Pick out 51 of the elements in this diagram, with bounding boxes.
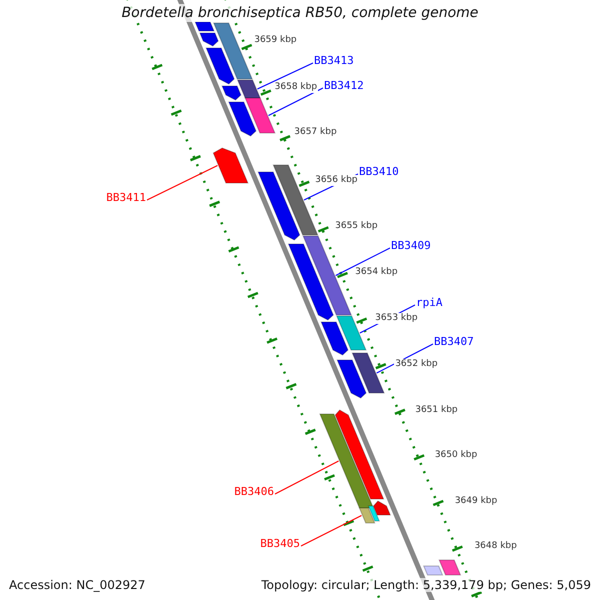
gene-bar <box>221 86 242 101</box>
gene-bar <box>368 506 380 522</box>
gene-bar <box>257 172 300 241</box>
tick-label: 3648 kbp <box>473 541 518 552</box>
leader-line <box>274 460 340 494</box>
leader-line <box>256 62 314 90</box>
gene-label: rpiA <box>416 296 442 309</box>
gene-bar <box>236 80 261 98</box>
leader-line <box>268 88 324 116</box>
gene-bar <box>320 322 349 356</box>
gene-bar <box>336 316 367 350</box>
leader-line <box>146 165 218 200</box>
tick-label: 3649 kbp <box>454 496 498 507</box>
gene-bar <box>336 360 367 399</box>
tick-label: 3655 kbp <box>334 221 379 232</box>
gene-label: BB3413 <box>314 54 354 67</box>
tick-label: 3657 kbp <box>293 127 338 138</box>
gene-bar <box>319 414 374 508</box>
genome-info-text: Topology: circular; Length: 5,339,179 bp; Genes: 5,059 <box>261 578 591 592</box>
tick-label: 3652 kbp <box>394 359 439 370</box>
gene-bar <box>228 102 257 137</box>
gene-bar <box>302 236 352 316</box>
tick-label: 3650 kbp <box>434 450 478 461</box>
tick-label: 3658 kbp <box>274 82 318 93</box>
gene-bar <box>438 560 462 576</box>
gene-bar <box>244 98 276 134</box>
tick-label: 3651 kbp <box>414 405 459 416</box>
accession-text: Accession: NC_002927 <box>9 578 146 592</box>
gene-label: BB3406 <box>234 485 274 498</box>
gene-label: BB3410 <box>359 165 399 178</box>
tick-label: 3653 kbp <box>374 313 419 324</box>
gene-label: BB3405 <box>260 537 300 550</box>
gene-bar <box>334 409 384 500</box>
gene-bar <box>212 147 249 184</box>
gene-label: BB3407 <box>434 335 474 348</box>
gene-bar <box>199 32 219 47</box>
tick-label: 3659 kbp <box>253 35 298 46</box>
gene-bar <box>288 244 334 321</box>
tick-label: 3654 kbp <box>354 267 399 278</box>
gene-bar <box>422 566 444 576</box>
tick-label: 3656 kbp <box>314 175 359 186</box>
leader-line <box>376 344 434 374</box>
gene-bar <box>212 22 253 80</box>
gene-bar <box>205 48 235 85</box>
gene-bar <box>352 352 385 394</box>
leader-line <box>335 248 390 276</box>
gene-label: BB3409 <box>391 239 431 252</box>
gene-label: BB3411 <box>106 191 146 204</box>
leader-line <box>300 515 362 546</box>
gene-bar <box>372 500 392 516</box>
gene-label: BB3412 <box>324 79 364 92</box>
